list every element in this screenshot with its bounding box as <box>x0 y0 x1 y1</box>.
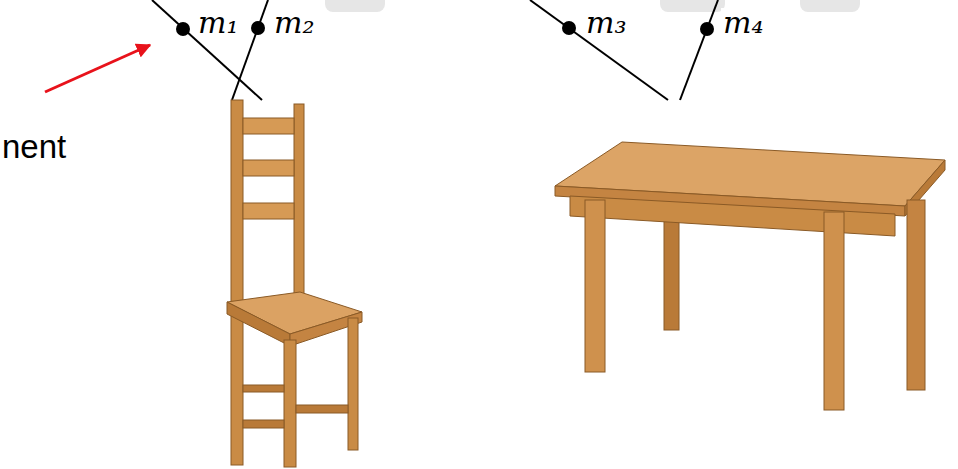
pointer-arrow <box>45 45 150 92</box>
top-box <box>800 0 860 12</box>
measurement-dot <box>562 21 576 35</box>
note-text: nent <box>2 130 66 163</box>
measurement-label: m₁ <box>196 8 240 38</box>
measurement-label: m₂ <box>272 8 316 38</box>
measurement-dot <box>251 21 265 35</box>
chair-picture <box>227 100 362 467</box>
table-picture <box>555 142 945 410</box>
top-box <box>325 0 385 12</box>
measurement-line <box>152 0 262 100</box>
measurement-label: m₄ <box>721 8 765 38</box>
measurement-line <box>530 0 668 100</box>
measurement-dot <box>176 22 190 36</box>
measurement-label: m₃ <box>584 8 628 38</box>
measurement-line <box>680 0 718 100</box>
measurement-dot <box>700 22 714 36</box>
